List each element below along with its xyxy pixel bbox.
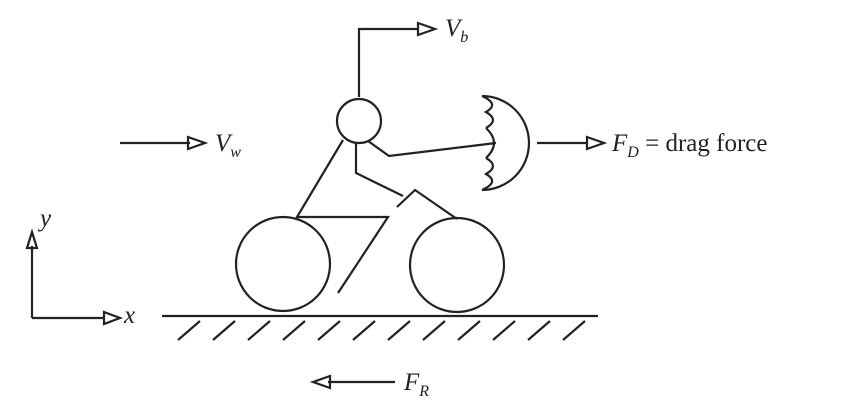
ground-hatch [317, 320, 341, 341]
ground-hatch [457, 320, 481, 341]
bike-velocity-arrow [357, 27, 418, 97]
ground-hatch [282, 320, 306, 341]
ground-hatch [562, 320, 586, 341]
ground-hatch [492, 320, 516, 341]
drag-force-arrowhead [585, 135, 608, 151]
label-fd-main: F [612, 130, 628, 157]
rear-wheel [234, 215, 332, 313]
label-fd-sub: D [627, 144, 639, 161]
x-axis-arrowhead [102, 310, 124, 326]
label-vw-sub: w [230, 144, 241, 161]
label-vb-main: V [445, 15, 461, 42]
axes [25, 228, 124, 326]
rider-body-leg [295, 139, 391, 294]
label-fr-main: F [404, 369, 420, 396]
label-y-axis: y [40, 205, 52, 232]
label-vb: Vb [445, 16, 468, 46]
ground-hatch [352, 320, 376, 341]
umbrella-canopy [481, 94, 531, 192]
label-vw-main: V [215, 130, 231, 157]
ground-hatch [527, 320, 551, 341]
y-axis-arrowhead [25, 228, 39, 250]
rider-arm [354, 142, 404, 197]
rider-arm-umbrella [367, 140, 497, 158]
label-fr-sub: R [419, 383, 430, 400]
label-vb-sub: b [460, 29, 469, 46]
front-wheel [408, 216, 506, 314]
rider-head [335, 97, 383, 145]
ground-hatching [177, 320, 586, 341]
ground-hatch [422, 320, 446, 341]
label-x-axis: x [124, 302, 136, 329]
wind-arrowhead [186, 135, 209, 151]
label-vw: Vw [215, 131, 241, 161]
label-fd-text: = drag force [645, 130, 768, 157]
label-fd: FD = drag force [612, 131, 767, 161]
handlebar [396, 188, 458, 220]
bike-velocity-arrowhead [416, 21, 439, 37]
ground-hatch [212, 320, 236, 341]
umbrella-scallops [481, 94, 496, 192]
ground-hatch [387, 320, 411, 341]
rolling-resistance-arrowhead [309, 374, 332, 390]
label-fr: FR [404, 370, 429, 400]
ground-hatch [247, 320, 271, 341]
ground-hatch [177, 320, 201, 341]
